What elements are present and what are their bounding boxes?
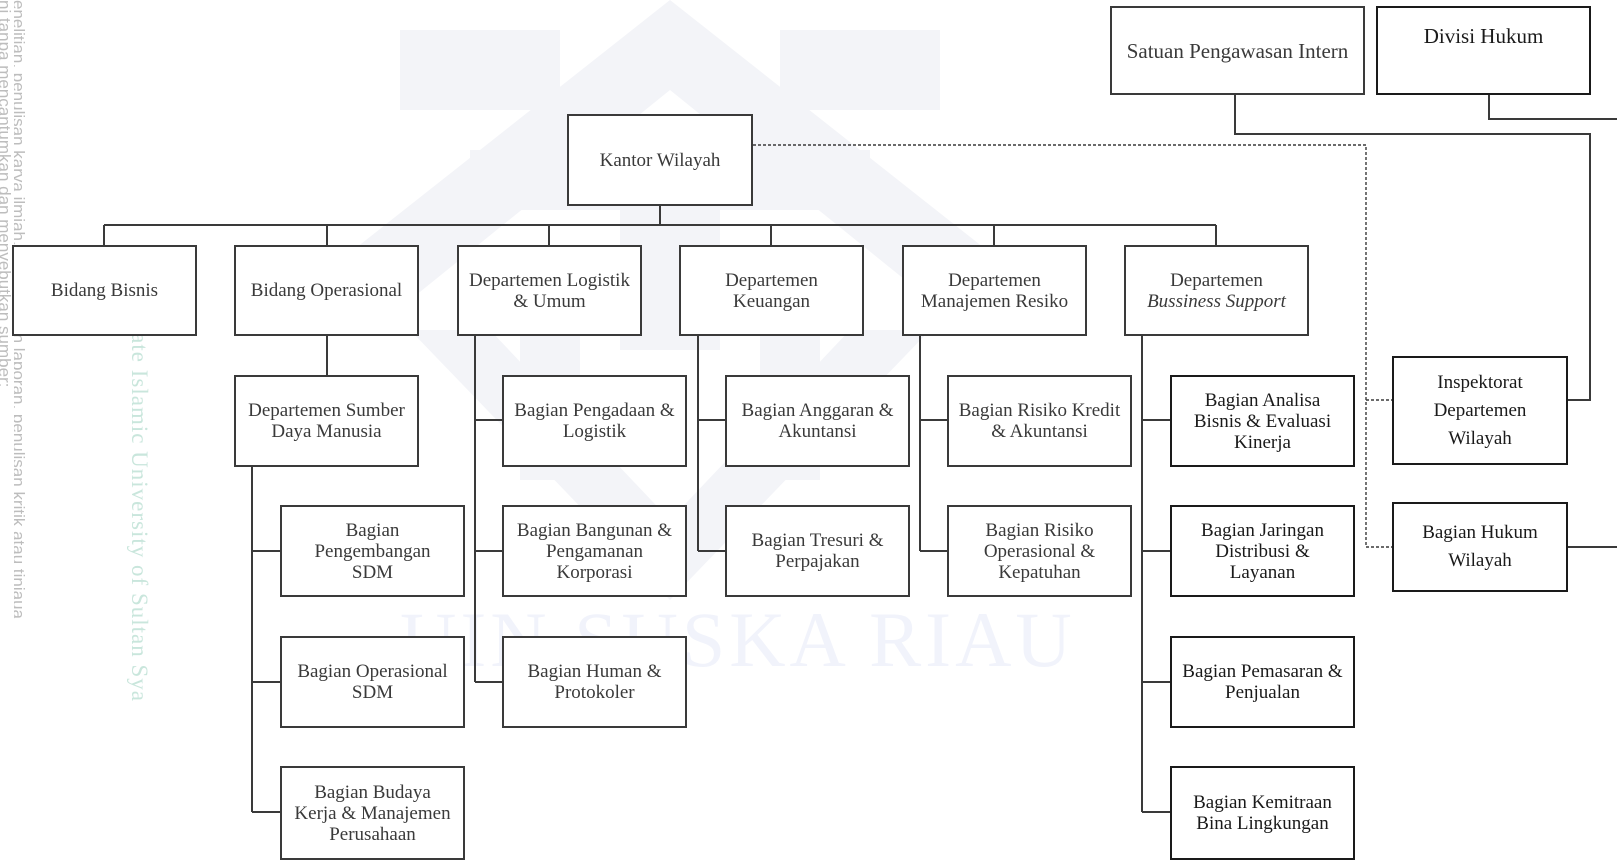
bag-budaya-box: Bagian Budaya Kerja & Manajemen Perusaha… [280,766,465,860]
bag-analisa-box: Bagian Analisa Bisnis & Evaluasi Kinerja [1170,375,1355,467]
bag-pengadaan-l1: Bagian Pengadaan & [514,400,675,421]
bag-human-box: Bagian Human & Protokoler [502,636,687,728]
bag-pengembangan-sdm-l2: Pengembangan [314,540,431,562]
bag-pemasaran-l2: Penjualan [1225,682,1300,703]
bag-risiko-kredit-box: Bagian Risiko Kredit & Akuntansi [947,375,1132,467]
bag-operasional-sdm-l1: Bagian Operasional [297,661,448,682]
kantor-wilayah-box: Kantor Wilayah [567,114,753,206]
dept-logistik-line1: Departemen Logistik [469,269,630,291]
bag-budaya-l2: Kerja & Manajemen [294,802,451,824]
dept-keuangan-line1: Departemen [725,269,818,291]
bag-jaringan-box: Bagian Jaringan Distribusi & Layanan [1170,505,1355,597]
bag-analisa-l3: Kinerja [1234,431,1291,453]
bag-kemitraan-l2: Bina Lingkungan [1196,813,1329,834]
dept-resiko-line1: Departemen [948,269,1041,291]
inspektorat-box: Inspektorat Departemen Wilayah [1392,356,1568,465]
bag-bangunan-l1: Bagian Bangunan & [516,519,673,541]
bag-tresuri-l1: Bagian Tresuri & [751,530,884,551]
bidang-operasional-box: Bidang Operasional [234,245,419,336]
divisi-hukum-label: Divisi Hukum [1423,24,1544,48]
bag-bangunan-box: Bagian Bangunan & Pengamanan Korporasi [502,505,687,597]
bag-pemasaran-box: Bagian Pemasaran & Penjualan [1170,636,1355,728]
bag-hukum-l2: Wilayah [1448,550,1512,571]
bag-anggaran-l1: Bagian Anggaran & [741,400,894,421]
dept-resiko-box: Departemen Manajemen Resiko [902,245,1087,336]
bag-risiko-op-box: Bagian Risiko Operasional & Kepatuhan [947,505,1132,597]
bag-anggaran-l2: Akuntansi [778,421,857,442]
bag-tresuri-box: Bagian Tresuri & Perpajakan [725,505,910,597]
dept-logistik-box: Departemen Logistik & Umum [457,245,642,336]
divisi-hukum-box: Divisi Hukum [1376,6,1591,95]
dept-sdm-line1: Departemen Sumber [248,400,405,421]
bag-kemitraan-l1: Bagian Kemitraan [1193,792,1332,813]
bag-risiko-op-l1: Bagian Risiko [985,519,1094,541]
bag-human-l2: Protokoler [554,682,635,703]
spi-box: Satuan Pengawasan Intern [1110,6,1365,95]
bag-operasional-sdm-l2: SDM [351,682,394,703]
bag-hukum-l1: Bagian Hukum [1422,522,1538,543]
bag-jaringan-l3: Layanan [1229,561,1296,583]
bag-risiko-kredit-l1: Bagian Risiko Kredit [958,400,1121,421]
inspektorat-l1: Inspektorat [1437,371,1523,393]
dept-bs-box: Departemen Bussiness Support [1124,245,1309,336]
dept-logistik-line2: & Umum [513,290,586,312]
bag-pengadaan-l2: Logistik [562,421,627,442]
bidang-bisnis-box: Bidang Bisnis [12,245,197,336]
bag-pengembangan-sdm-box: Bagian Pengembangan SDM [280,505,465,597]
bag-kemitraan-box: Bagian Kemitraan Bina Lingkungan [1170,766,1355,860]
bag-risiko-kredit-l2: & Akuntansi [991,421,1088,442]
bag-risiko-op-l3: Kepatuhan [998,561,1081,583]
dept-resiko-line2: Manajemen Resiko [920,290,1069,312]
bag-jaringan-l1: Bagian Jaringan [1201,519,1324,541]
bag-budaya-l1: Bagian Budaya [314,781,431,803]
dept-keuangan-line2: Keuangan [732,290,811,312]
dept-bs-line2: Bussiness Support [1147,290,1286,312]
kantor-wilayah-label: Kantor Wilayah [599,149,721,171]
bag-tresuri-l2: Perpajakan [775,551,860,572]
bag-pengembangan-sdm-l1: Bagian [345,519,400,541]
bidang-bisnis-label: Bidang Bisnis [50,280,159,301]
bidang-operasional-label: Bidang Operasional [250,280,403,301]
bag-bangunan-l2: Pengamanan [545,540,644,562]
dept-sdm-box: Departemen Sumber Daya Manusia [234,375,419,467]
bag-risiko-op-l2: Operasional & [983,540,1096,562]
dept-keuangan-box: Departemen Keuangan [679,245,864,336]
bag-hukum-wilayah-box: Bagian Hukum Wilayah [1392,502,1568,592]
inspektorat-l2: Departemen [1433,399,1527,421]
bag-bangunan-l3: Korporasi [556,561,633,583]
bag-operasional-sdm-box: Bagian Operasional SDM [280,636,465,728]
bag-jaringan-l2: Distribusi & [1215,540,1310,562]
bag-analisa-l2: Bisnis & Evaluasi [1193,410,1332,432]
bag-pengadaan-box: Bagian Pengadaan & Logistik [502,375,687,467]
bag-pemasaran-l1: Bagian Pemasaran & [1182,661,1343,682]
bag-pengembangan-sdm-l3: SDM [351,561,394,583]
bag-budaya-l3: Perusahaan [329,823,416,845]
spi-label: Satuan Pengawasan Intern [1126,38,1349,63]
bag-human-l1: Bagian Human & [527,661,662,682]
dept-sdm-line2: Daya Manusia [271,421,382,442]
bag-anggaran-box: Bagian Anggaran & Akuntansi [725,375,910,467]
bag-analisa-l1: Bagian Analisa [1204,389,1321,411]
inspektorat-l3: Wilayah [1448,427,1512,449]
dept-bs-line1: Departemen [1170,269,1263,291]
